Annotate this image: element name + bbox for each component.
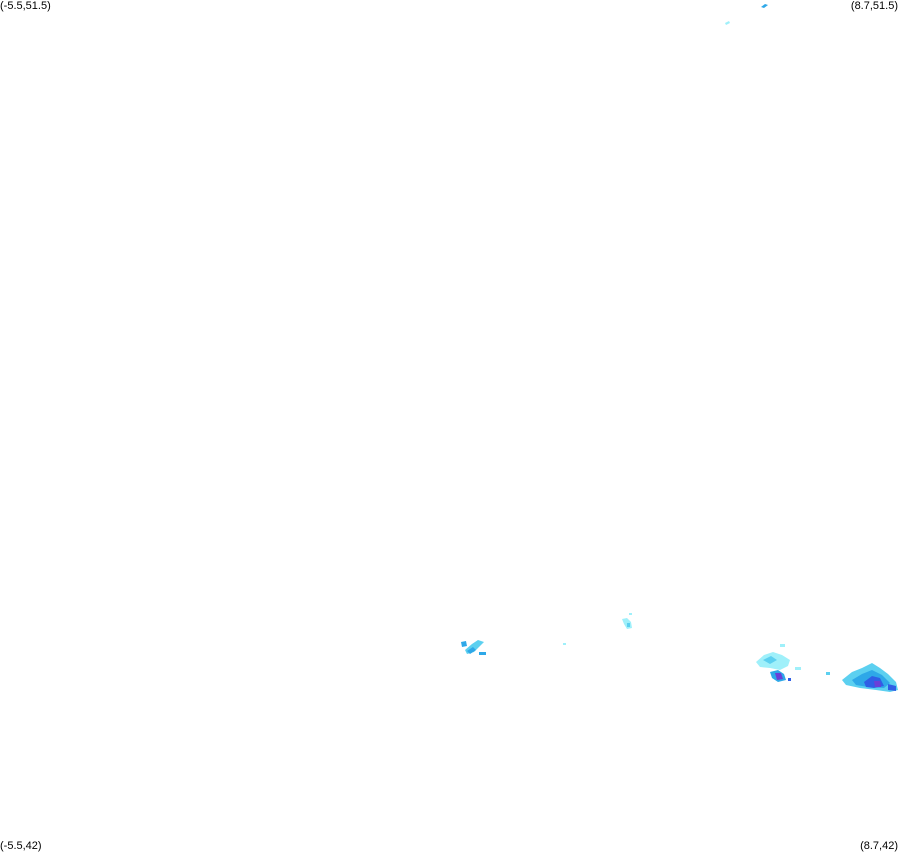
echo-cell-center [622,613,632,629]
corner-label-bottom-right: (8.7,42) [860,840,898,852]
corner-label-top-right: (8.7,51.5) [850,0,898,12]
echo-cell-far-southeast [842,663,898,692]
corner-label-top-left: (-5.5,51.5) [0,0,51,12]
echo-cell-southeast [756,644,830,682]
echo-cell-west [461,640,566,655]
corner-label-bottom-left: (-5.5,42) [0,840,42,852]
echo-cell-north [725,4,768,25]
